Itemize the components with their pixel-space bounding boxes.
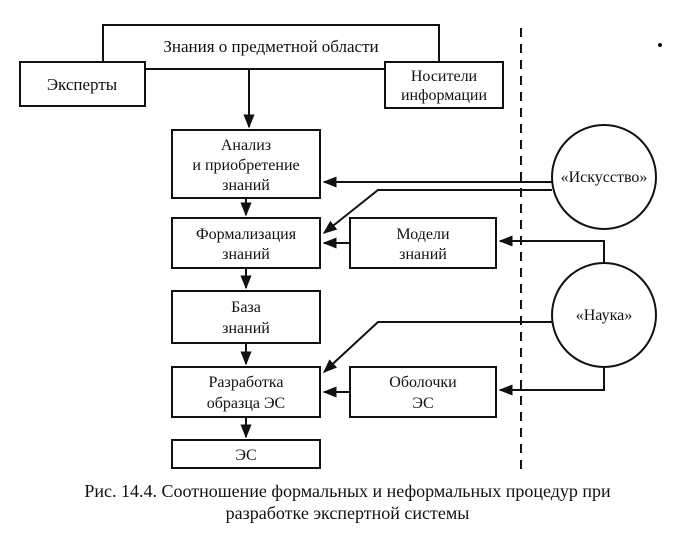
shells-box — [349, 366, 497, 418]
prototype-label-2: образца ЭС — [207, 395, 285, 412]
domain-knowledge-label: Знания о предметной области — [163, 37, 378, 56]
es-box — [171, 439, 321, 469]
analysis-label-1: Анализ — [221, 137, 271, 154]
shells-label-2: ЭС — [412, 395, 433, 412]
models-label-1: Модели — [396, 226, 450, 243]
art-circle — [551, 124, 657, 230]
shells-label-1: Оболочки — [389, 374, 457, 391]
domain-knowledge-box — [102, 24, 440, 70]
figure-caption: Рис. 14.4. Соотношение формальных и нефо… — [0, 480, 695, 524]
arrow-science-to-shells — [498, 367, 605, 396]
prototype-label-1: Разработка — [209, 374, 284, 391]
art-label: «Искусство» — [561, 169, 648, 186]
es-label: ЭС — [235, 447, 256, 464]
caption-line-2: разработке экспертной системы — [225, 503, 470, 523]
knowledge-base-label-2: знаний — [222, 320, 270, 337]
analysis-label-3: знаний — [222, 177, 270, 194]
experts-label: Эксперты — [47, 75, 118, 94]
analysis-label-2: и приобретение — [192, 157, 299, 174]
scan-speck — [658, 43, 662, 47]
arrow-art-to-formalization — [322, 189, 552, 234]
models-label-2: знаний — [399, 246, 447, 263]
info-carriers-label-1: Носители — [411, 68, 478, 85]
science-label: «Наука» — [576, 307, 632, 324]
arrow-science-to-models — [498, 235, 605, 263]
experts-box — [19, 61, 146, 107]
arrow-science-to-prototype — [322, 321, 552, 373]
info-carriers-box — [384, 61, 504, 109]
formalization-label-1: Формализация — [196, 226, 297, 243]
flowchart-canvas: Знания о предметной области Эксперты Нос… — [19, 24, 662, 470]
caption-line-1: Рис. 14.4. Соотношение формальных и нефо… — [84, 481, 611, 501]
formalization-box — [171, 217, 321, 269]
info-carriers-label-2: информации — [401, 87, 487, 104]
prototype-box — [171, 366, 321, 418]
models-box — [349, 217, 497, 269]
knowledge-base-label-1: База — [231, 299, 261, 316]
formalization-label-2: знаний — [222, 246, 270, 263]
analysis-box — [171, 129, 321, 199]
